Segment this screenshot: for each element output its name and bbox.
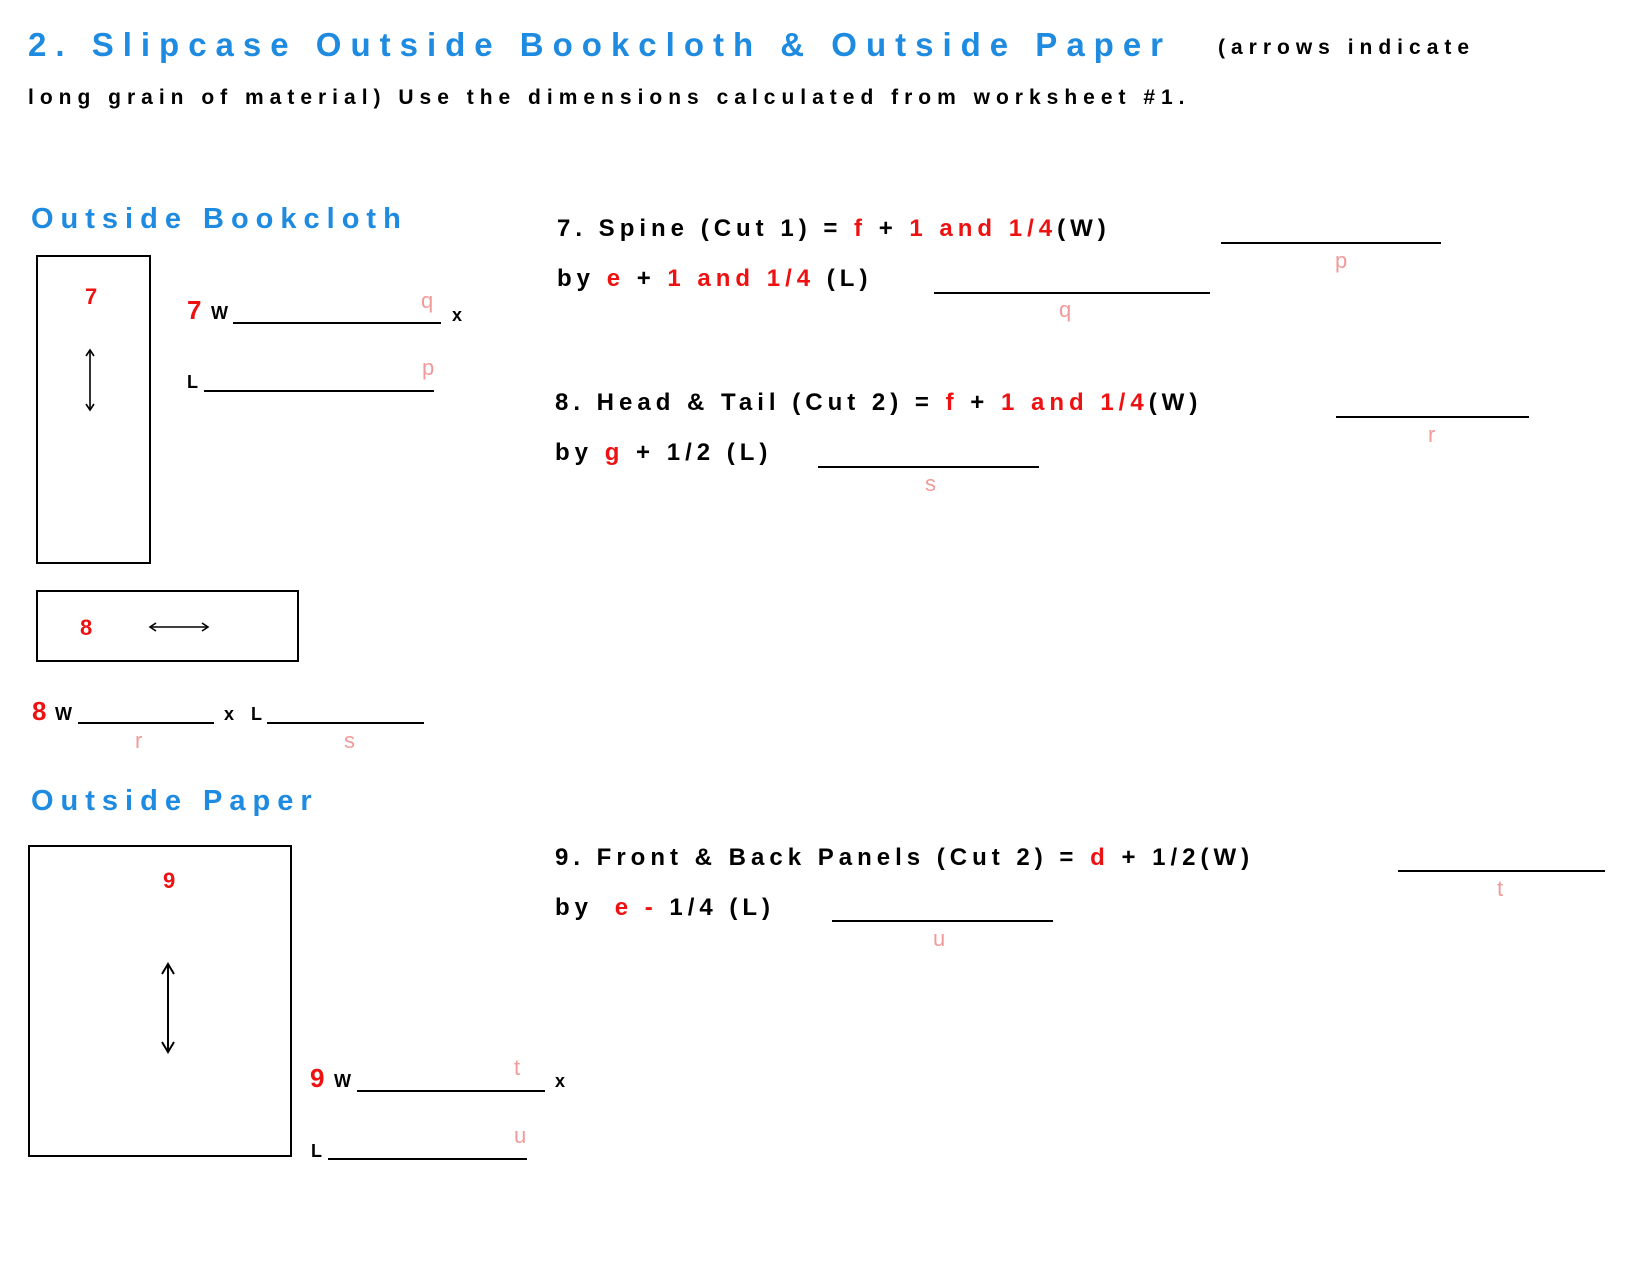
eq7-length-letter: q — [1059, 297, 1072, 322]
piece-9-number: 9 — [310, 1063, 325, 1093]
eq8-length-letter: s — [925, 471, 936, 496]
eq7-length-answer-field[interactable] — [934, 292, 1210, 294]
piece-8-number: 8 — [32, 696, 47, 726]
eq7-plus: + — [878, 215, 898, 242]
piece-7-diagram — [36, 255, 151, 564]
eq7-unit-w: (W) — [1057, 215, 1111, 242]
piece-8-w-label: W — [55, 704, 72, 724]
eq8-rest: + 1/2 (L) — [636, 439, 773, 466]
eq9-line2: by e - 1/4 (L) — [555, 894, 775, 922]
eq9-length-answer-field[interactable] — [832, 920, 1053, 922]
eq8-amount: 1 and 1/4 — [1000, 389, 1149, 416]
piece-9-width-letter: t — [514, 1055, 521, 1080]
piece-8-length-field[interactable] — [267, 722, 424, 724]
piece-7-width-field[interactable] — [233, 322, 441, 324]
horizontal-double-arrow-icon — [148, 622, 210, 632]
eq7-variable-f: f — [854, 215, 868, 242]
eq7-line2: by e + 1 and 1/4 (L) — [557, 265, 872, 293]
eq8-length-answer-field[interactable] — [818, 466, 1039, 468]
piece-7-number: 7 — [187, 295, 202, 325]
eq7-by: by — [557, 265, 596, 292]
eq8-line2: by g + 1/2 (L) — [555, 439, 772, 467]
eq7-width-answer-field[interactable] — [1221, 242, 1441, 244]
eq8-variable-g: g — [604, 439, 625, 466]
piece-9-length-field[interactable] — [328, 1158, 527, 1160]
piece-7-l-label: L — [187, 372, 198, 392]
eq9-variable-d: d — [1090, 844, 1110, 871]
eq9-rest: + 1/2(W) — [1121, 844, 1255, 871]
eq7-amount: 1 and 1/4 — [909, 215, 1058, 242]
piece-8-l-label: L — [251, 704, 262, 724]
eq9-line1: 9. Front & Back Panels (Cut 2) = d + 1/2… — [555, 844, 1254, 872]
eq8-unit-w: (W) — [1148, 389, 1203, 416]
eq7-unit-l: (L) — [826, 265, 873, 292]
piece-9-box-label: 9 — [163, 868, 176, 893]
page-title: 2. Slipcase Outside Bookcloth & Outside … — [28, 26, 1173, 63]
piece-7-box-label: 7 — [85, 284, 98, 309]
eq7-line1: 7. Spine (Cut 1) = f + 1 and 1/4(W) — [557, 215, 1111, 243]
eq9-width-letter: t — [1497, 876, 1504, 901]
piece-8-length-letter: s — [344, 728, 355, 753]
vertical-double-arrow-icon — [161, 962, 175, 1054]
eq8-by: by — [555, 439, 594, 466]
piece-7-x-label: x — [452, 305, 463, 325]
vertical-double-arrow-icon — [85, 348, 95, 412]
eq9-length-letter: u — [933, 926, 946, 951]
piece-9-w-label: W — [334, 1071, 351, 1091]
eq9-rest-2: 1/4 (L) — [669, 894, 776, 921]
bookcloth-heading: Outside Bookcloth — [31, 203, 408, 235]
eq9-width-answer-field[interactable] — [1398, 870, 1605, 872]
piece-7-length-field[interactable] — [204, 390, 434, 392]
eq8-label: 8. Head & Tail (Cut 2) = — [555, 389, 934, 416]
piece-8-box-label: 8 — [80, 615, 93, 640]
eq8-variable-f: f — [945, 389, 959, 416]
instruction-text: long grain of material) Use the dimensio… — [28, 86, 1191, 109]
piece-8-width-letter: r — [135, 728, 143, 753]
eq9-variable-e: e - — [614, 894, 658, 921]
piece-7-w-label: W — [211, 303, 228, 323]
piece-8-diagram — [36, 590, 299, 662]
piece-9-width-field[interactable] — [357, 1090, 545, 1092]
piece-9-l-label: L — [311, 1141, 322, 1161]
piece-9-x-label: x — [555, 1071, 566, 1091]
eq7-variable-e: e — [606, 265, 626, 292]
eq8-plus: + — [970, 389, 990, 416]
eq8-width-answer-field[interactable] — [1336, 416, 1529, 418]
eq9-label: 9. Front & Back Panels (Cut 2) = — [555, 844, 1079, 871]
piece-9-length-letter: u — [514, 1123, 527, 1148]
title-note: (arrows indicate — [1218, 36, 1476, 59]
eq7-width-letter: p — [1335, 248, 1348, 273]
eq7-plus-2: + — [636, 265, 656, 292]
piece-7-length-letter: p — [422, 355, 435, 380]
piece-8-width-field[interactable] — [78, 722, 214, 724]
piece-8-x-label: x — [224, 704, 235, 724]
eq8-line1: 8. Head & Tail (Cut 2) = f + 1 and 1/4(W… — [555, 389, 1202, 417]
eq8-width-letter: r — [1428, 422, 1436, 447]
eq7-amount-2: 1 and 1/4 — [667, 265, 816, 292]
piece-9-diagram — [28, 845, 292, 1157]
eq9-by: by — [555, 894, 594, 921]
paper-heading: Outside Paper — [31, 785, 319, 817]
piece-7-width-letter: q — [421, 288, 434, 313]
eq7-label: 7. Spine (Cut 1) = — [557, 215, 843, 242]
